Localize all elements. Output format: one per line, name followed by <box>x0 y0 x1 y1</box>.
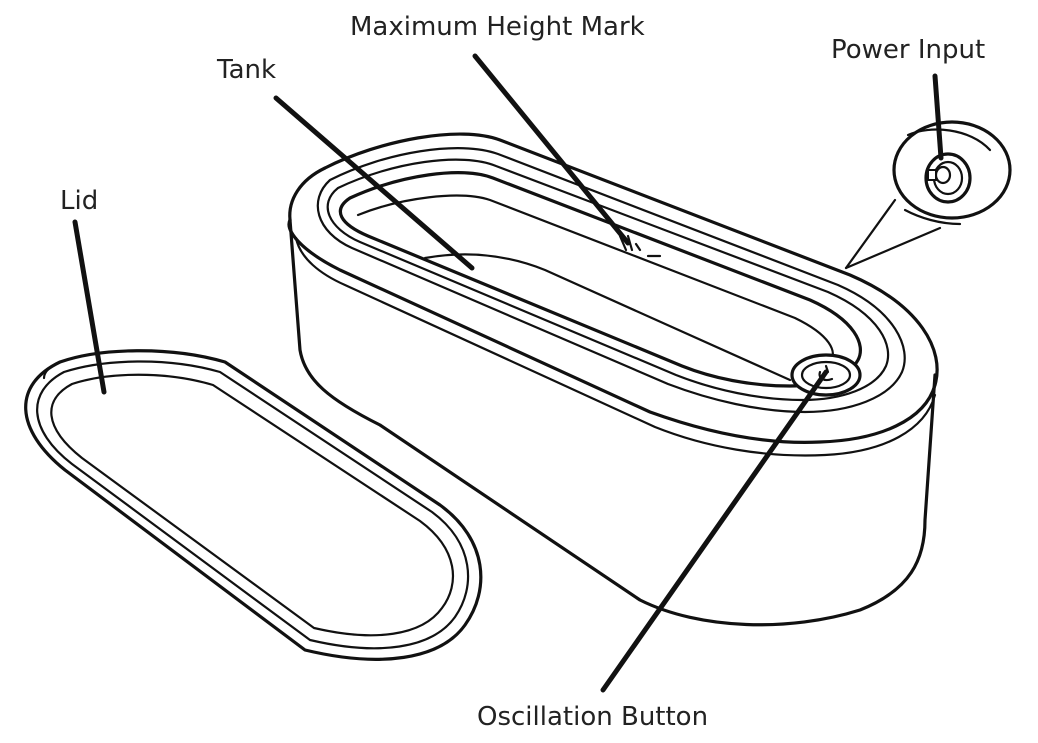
leader-maximum-height-mark <box>472 53 631 246</box>
label-oscillation-button: Oscillation Button <box>477 702 708 732</box>
label-lid: Lid <box>60 186 98 216</box>
power-input-callout <box>844 120 1012 270</box>
label-power-input: Power Input <box>831 35 985 65</box>
leader-lid <box>72 219 107 395</box>
label-tank: Tank <box>216 55 276 85</box>
leader-power-input <box>932 73 944 161</box>
lid-shape <box>24 349 483 661</box>
label-maximum-height-mark: Maximum Height Mark <box>350 12 645 42</box>
cleaner-body <box>287 132 939 627</box>
leader-oscillation-button <box>600 369 829 693</box>
leader-tank <box>273 95 475 271</box>
